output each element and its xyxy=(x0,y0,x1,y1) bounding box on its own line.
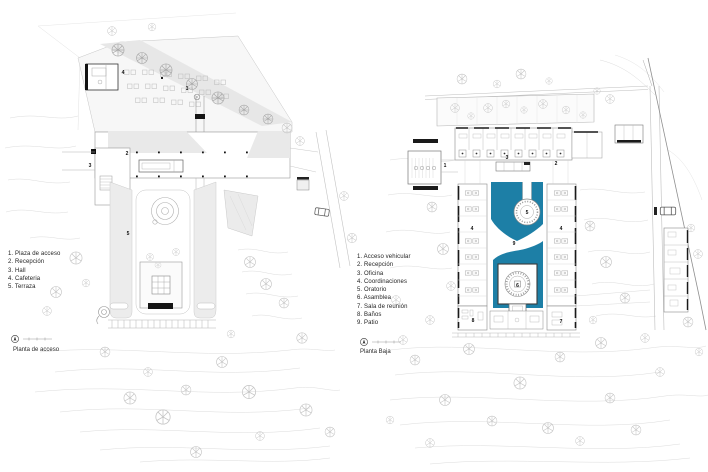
gatehouse-building xyxy=(614,124,644,144)
plan-number: 1 xyxy=(444,163,447,169)
plan-number: 3 xyxy=(89,163,92,169)
plaza-walkway xyxy=(193,93,205,132)
plan-number: 5 xyxy=(127,231,130,237)
asamblea xyxy=(497,263,538,305)
left-plan-title: Planta de acceso xyxy=(13,347,60,353)
plan-number: 4 xyxy=(560,226,563,232)
north-symbol-left xyxy=(10,334,52,344)
legend-item: 4. Coordinaciones xyxy=(357,278,408,285)
right-plan-trees xyxy=(385,68,704,448)
plan-number: 8 xyxy=(472,318,475,324)
plan-number: 7 xyxy=(560,319,563,325)
plan-number: 1 xyxy=(186,86,189,92)
left-plan-drawing: 1 2 3 4 5 xyxy=(10,22,357,458)
legend-item: 5. Terraza xyxy=(8,284,36,291)
car-icon xyxy=(659,206,677,216)
north-symbol-right xyxy=(359,337,401,347)
legend-item: 1. Plaza de acceso xyxy=(8,251,61,257)
legend-item: 3. Hall xyxy=(8,267,26,274)
east-plaza-road xyxy=(223,129,351,269)
right-plan-drawing: 1 2 3 4 4 5 6 7 8 9 xyxy=(359,57,707,448)
legend-item: 1. Acceso vehicular xyxy=(357,254,411,260)
topography-contours xyxy=(4,12,708,465)
terrace-tables xyxy=(124,69,229,107)
oratorio xyxy=(513,182,541,226)
plan-number: 3 xyxy=(506,155,509,161)
legend-item: 4. Cafeteria xyxy=(8,275,41,282)
stair-band xyxy=(108,319,216,329)
roadside-building-strip xyxy=(663,227,689,313)
legend-item: 7. Sala de reunión xyxy=(357,303,408,310)
plan-number: 4 xyxy=(471,226,474,232)
right-plan-legend: 1. Acceso vehicular 2. Recepción 3. Ofic… xyxy=(357,253,411,328)
vehicular-access-building xyxy=(407,139,458,190)
cafeteria-building xyxy=(85,63,119,91)
east-road xyxy=(575,57,707,331)
plan-number: 6 xyxy=(516,283,519,289)
central-platform xyxy=(139,261,183,309)
left-office-wing xyxy=(457,183,488,307)
right-office-wing xyxy=(546,183,577,307)
spiral-element xyxy=(96,306,110,325)
canopy-strip xyxy=(436,93,595,127)
left-plan-legend: 1. Plaza de acceso 2. Recepción 3. Hall … xyxy=(8,250,61,291)
patio-courtyard xyxy=(491,182,543,314)
legend-item: 2. Recepción xyxy=(8,259,45,266)
south-courtyard xyxy=(96,181,217,329)
plan-number: 2 xyxy=(126,151,129,157)
right-plan-title: Planta Baja xyxy=(360,349,391,355)
legend-item: 6. Asamblea xyxy=(357,295,392,302)
circular-stair xyxy=(151,197,179,225)
planted-band xyxy=(100,40,292,126)
legend-item: 3. Oficina xyxy=(357,270,384,277)
property-line xyxy=(647,57,707,331)
legend-item: 9. Patio xyxy=(357,320,379,327)
car-icon xyxy=(314,207,330,217)
legend-item: 8. Baños xyxy=(357,312,382,319)
plan-number: 4 xyxy=(122,70,125,76)
reception-desk xyxy=(138,159,184,173)
plan-number: 2 xyxy=(555,161,558,167)
plan-number: 9 xyxy=(513,241,516,247)
office-row-building xyxy=(454,127,603,172)
legend-item: 5. Oratorio xyxy=(357,287,387,294)
plan-number: 5 xyxy=(526,210,529,216)
bottom-rooms xyxy=(452,305,580,338)
reception-desk-right xyxy=(495,161,531,172)
hall-building xyxy=(62,131,319,206)
legend-item: 2. Recepción xyxy=(357,262,394,269)
